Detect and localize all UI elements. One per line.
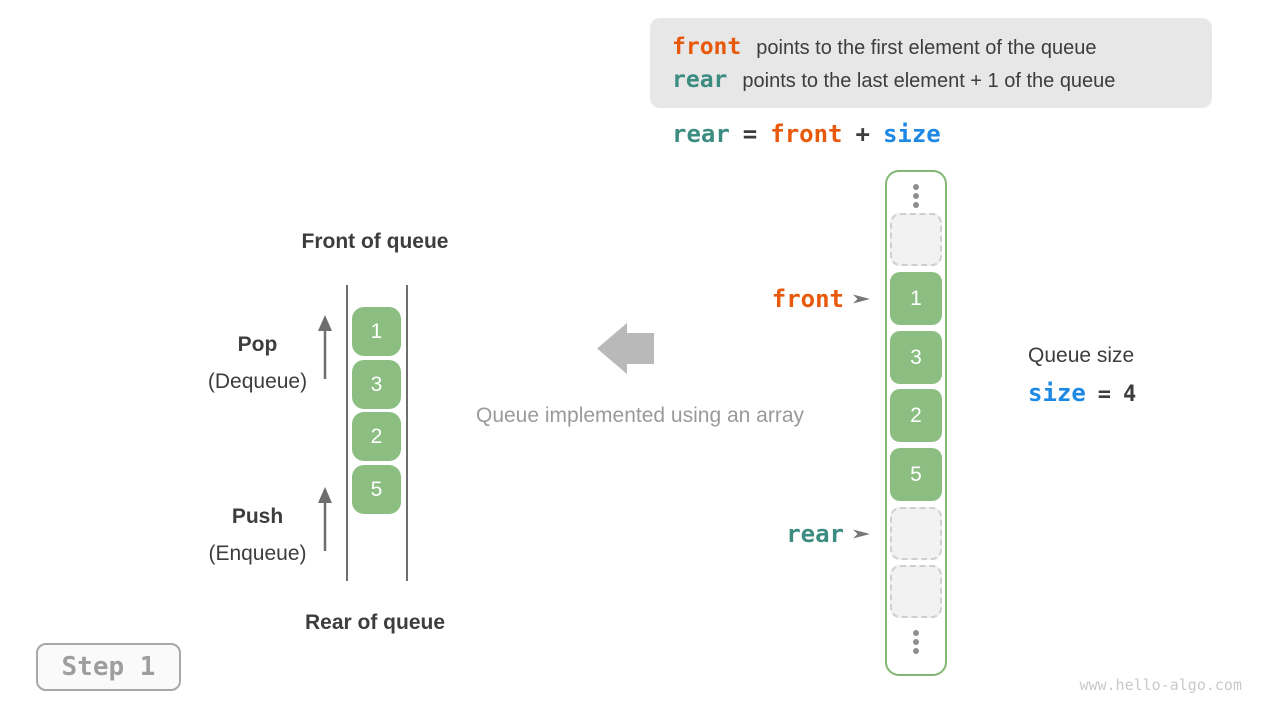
push-label: Push xyxy=(231,505,284,528)
formula-rear: rear xyxy=(672,120,730,148)
rear-description: points to the last element + 1 of the qu… xyxy=(742,69,1116,92)
step-badge: Step 1 xyxy=(36,643,181,691)
front-pointer: front xyxy=(740,284,870,314)
pop-sublabel: (Dequeue) xyxy=(207,370,308,393)
left-block-arrow-icon xyxy=(597,323,654,374)
queue-cell: 5 xyxy=(352,465,401,514)
front-of-queue-label: Front of queue xyxy=(301,230,449,253)
rear-pointer: rear xyxy=(740,519,870,549)
front-description: points to the first element of the queue xyxy=(756,36,1097,59)
ellipsis-bottom-icon xyxy=(887,630,945,654)
formula-plus: + xyxy=(855,120,870,148)
size-code-label: size xyxy=(1028,379,1086,407)
push-arrow-icon xyxy=(318,487,332,551)
queue-cell: 1 xyxy=(352,307,401,356)
queue-size-value: size = 4 xyxy=(1028,379,1136,407)
rear-of-queue-label: Rear of queue xyxy=(304,611,446,634)
pop-label: Pop xyxy=(237,333,278,356)
rear-pointer-label: rear xyxy=(786,520,844,548)
front-pointer-label: front xyxy=(771,285,844,313)
array-cell-empty xyxy=(890,507,942,560)
queue-channel-right-line xyxy=(406,285,408,581)
size-number: 4 xyxy=(1123,382,1137,407)
size-equals: = xyxy=(1097,382,1112,407)
formula-front: front xyxy=(770,120,843,148)
queue-cell: 2 xyxy=(352,412,401,461)
array-cell: 5 xyxy=(890,448,942,501)
pop-arrow-icon xyxy=(318,315,332,379)
watermark: www.hello-algo.com xyxy=(1079,676,1242,694)
formula-equals: = xyxy=(742,120,758,148)
rear-pointer-arrow-icon xyxy=(853,529,870,539)
array-caption: Queue implemented using an array xyxy=(475,404,805,427)
front-pointer-arrow-icon xyxy=(853,294,870,304)
array-cell-empty xyxy=(890,213,942,266)
front-code-label: front xyxy=(672,33,742,60)
legend-line-rear: rear points to the last element + 1 of t… xyxy=(672,67,1212,93)
array-cell: 3 xyxy=(890,331,942,384)
formula-size: size xyxy=(882,120,941,148)
array-cell: 1 xyxy=(890,272,942,325)
queue-cell: 3 xyxy=(352,360,401,409)
legend-line-front: front points to the first element of the… xyxy=(672,34,1212,60)
array-frame: 1 3 2 5 xyxy=(885,170,947,676)
array-cell: 2 xyxy=(890,389,942,442)
queue-size-title: Queue size xyxy=(1028,344,1135,367)
array-cell-empty xyxy=(890,565,942,618)
rear-code-label: rear xyxy=(672,66,728,93)
ellipsis-top-icon xyxy=(887,184,945,208)
formula: rear = front + size xyxy=(672,120,941,148)
queue-channel-left-line xyxy=(346,285,348,581)
push-sublabel: (Enqueue) xyxy=(208,542,307,565)
legend-box: front points to the first element of the… xyxy=(650,18,1212,108)
